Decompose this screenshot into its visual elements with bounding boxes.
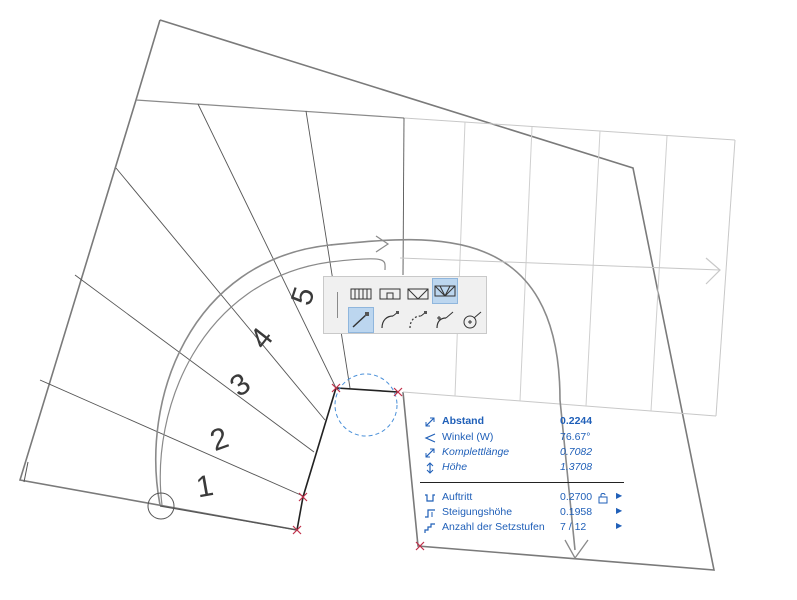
pet-palette xyxy=(323,276,487,334)
stair-all-winders-icon[interactable] xyxy=(432,278,458,304)
edited-boundary-line-lower xyxy=(159,505,298,531)
step-number-1: 1 xyxy=(194,469,216,504)
edited-boundary-line[interactable] xyxy=(296,387,399,531)
flight-arrow xyxy=(705,257,721,285)
straight-segment-icon[interactable] xyxy=(348,307,374,333)
riser-icon xyxy=(425,509,435,518)
tracker-value-height[interactable]: 1.3708 xyxy=(560,461,593,473)
total-length-icon xyxy=(425,448,435,458)
arc-tangent-icon[interactable] xyxy=(405,307,431,333)
tracker-value-riser-count[interactable]: 7 / 12 xyxy=(560,521,587,533)
riser-count-options-arrow[interactable]: ▶ xyxy=(616,521,623,530)
tracker-panel: Abstand 0.2244 Winkel (W) 76.67° Komplet… xyxy=(420,412,634,542)
walking-line-inner xyxy=(159,258,386,506)
step-number-2: 2 xyxy=(206,421,233,458)
walking-line-arrow xyxy=(375,235,390,253)
tread-options-arrow[interactable]: ▶ xyxy=(616,491,623,500)
tracker-value-angle[interactable]: 76.67° xyxy=(560,431,591,443)
curve-offset-icon[interactable] xyxy=(432,307,458,333)
stair-outer-boundary-left[interactable] xyxy=(18,19,298,531)
riser-options-arrow[interactable]: ▶ xyxy=(616,506,623,515)
stair-tread-icon[interactable] xyxy=(348,281,374,307)
tracker-label-riser-count: Anzahl der Setzstufen xyxy=(442,521,545,533)
tracker-label-tread: Auftritt xyxy=(442,491,473,503)
tracker-label-angle: Winkel (W) xyxy=(442,431,494,443)
tracker-value-tread[interactable]: 0.2700 xyxy=(560,491,593,503)
flight-treads xyxy=(454,121,668,412)
stair-top-edge-light xyxy=(403,117,736,141)
lock-icon[interactable] xyxy=(597,492,609,504)
height-icon xyxy=(426,462,434,474)
tracker-value-total-length[interactable]: 0.7082 xyxy=(560,446,593,458)
stair-winder-icon[interactable] xyxy=(405,281,431,307)
tracker-divider xyxy=(420,482,624,483)
walking-line[interactable] xyxy=(154,238,576,551)
tracker-row-riser[interactable]: Steigungshöhe 0.1958 ▶ xyxy=(420,506,634,520)
flight-right-edge xyxy=(715,139,736,417)
tracker-label-total-length: Komplettlänge xyxy=(442,446,510,458)
arc-preview-dashed-circle xyxy=(334,373,398,437)
tracker-row-angle[interactable]: Winkel (W) 76.67° xyxy=(420,431,634,445)
center-point-icon[interactable] xyxy=(460,307,486,333)
riser-count-icon xyxy=(424,523,435,533)
arc-segment-icon[interactable] xyxy=(377,307,403,333)
step-number-3: 3 xyxy=(224,367,257,404)
step-number-4: 4 xyxy=(244,322,280,355)
tracker-value-distance[interactable]: 0.2244 xyxy=(560,415,593,427)
stair-landing-icon[interactable] xyxy=(377,281,403,307)
tracker-row-tread[interactable]: Auftritt 0.2700 ▶ xyxy=(420,491,634,505)
stair-start-circle[interactable] xyxy=(147,492,175,520)
hotspot-markers[interactable] xyxy=(292,383,425,551)
tracker-label-distance: Abstand xyxy=(442,415,484,427)
stair-top-edge xyxy=(135,99,405,119)
tread-icon xyxy=(425,494,435,502)
tracker-value-riser[interactable]: 0.1958 xyxy=(560,506,593,518)
down-arrow xyxy=(564,539,589,560)
tracker-row-distance[interactable]: Abstand 0.2244 xyxy=(420,415,634,429)
stair-outer-boundary[interactable] xyxy=(159,19,715,571)
tracker-row-height[interactable]: Höhe 1.3708 xyxy=(420,461,634,475)
tracker-label-height: Höhe xyxy=(442,461,468,473)
tracker-row-total-length[interactable]: Komplettlänge 0.7082 xyxy=(420,446,634,460)
tracker-label-riser: Steigungshöhe xyxy=(442,506,513,518)
palette-separator xyxy=(337,292,338,318)
tracker-row-riser-count[interactable]: Anzahl der Setzstufen 7 / 12 ▶ xyxy=(420,521,634,535)
flight-arrow-line xyxy=(399,257,721,271)
step-numbers: 1 2 3 4 5 xyxy=(194,283,322,504)
small-tick-left xyxy=(23,461,29,483)
step-number-5: 5 xyxy=(285,283,322,309)
distance-icon xyxy=(425,417,435,427)
angle-icon xyxy=(424,433,436,443)
